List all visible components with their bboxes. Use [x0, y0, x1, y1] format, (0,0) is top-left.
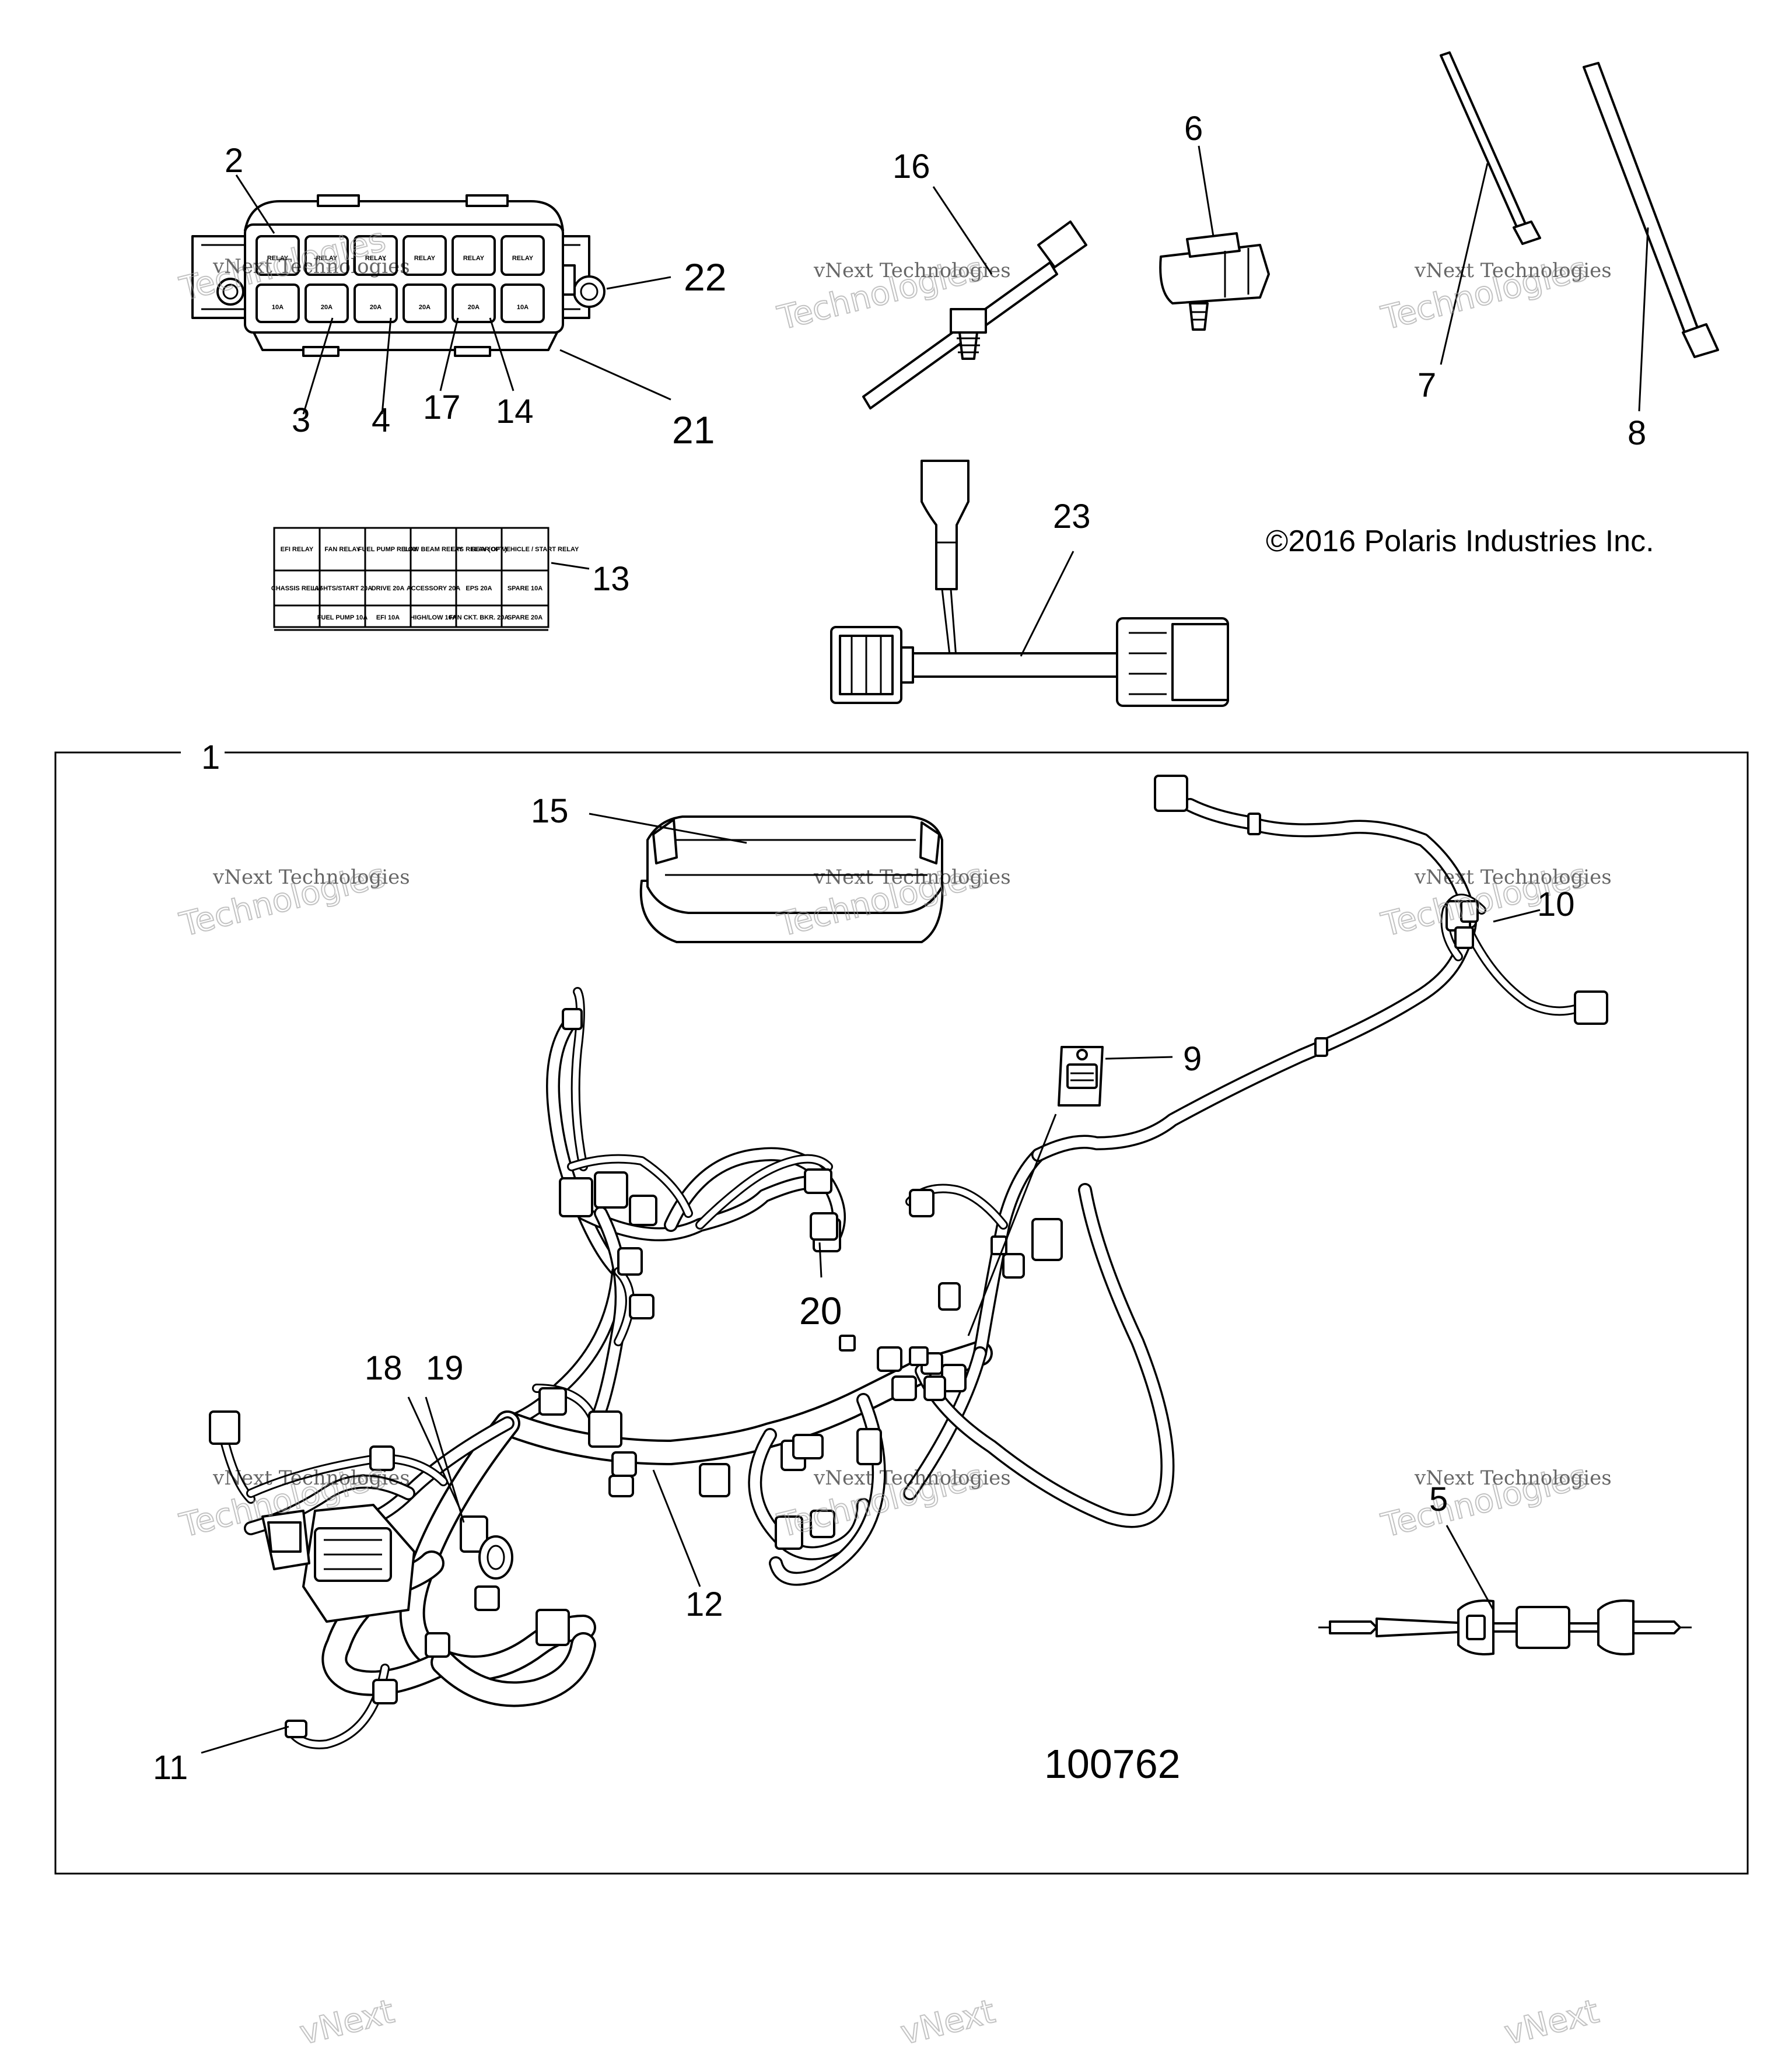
- cable-tie-push-mount: [862, 186, 1087, 409]
- fuse-label-cell: SPARE 20A: [508, 614, 542, 621]
- callout-7: 7: [1418, 366, 1436, 404]
- callout-12: 12: [685, 1585, 723, 1623]
- harness-clamp: [1460, 900, 1541, 923]
- callout-11: 11: [153, 1749, 188, 1787]
- fuse-value: 20A: [370, 304, 382, 311]
- main-harness-frame: [54, 751, 1749, 1875]
- fuse-label-cell: DRIVE 20A: [372, 585, 405, 592]
- callout-6: 6: [1184, 110, 1203, 148]
- callout-14: 14: [496, 393, 534, 430]
- main-wiring-harness: [201, 775, 1608, 1754]
- fuse-label-cell: EPS RELAY (OPT.): [451, 546, 507, 553]
- watermarks: Technologies vNext Technologies Technolo…: [176, 220, 1612, 2048]
- fuse-label-cell: EFI RELAY: [281, 546, 314, 553]
- callout-10: 10: [1537, 885, 1575, 923]
- callout-9: 9: [1183, 1040, 1202, 1078]
- inline-fuse-holder: [1318, 1525, 1692, 1655]
- callout-2: 2: [225, 142, 243, 180]
- fuse-value: 20A: [321, 304, 332, 311]
- callout-21: 21: [672, 408, 715, 451]
- fuse-label-cell: CHASSIS RELAY: [271, 585, 323, 592]
- fuse-value: 10A: [517, 304, 528, 311]
- watermark-text: vNext Technologies: [813, 1466, 1011, 1490]
- fuse-label-cell: EFI 10A: [376, 614, 400, 621]
- callout-20: 20: [799, 1289, 842, 1332]
- relay-label: RELAY: [316, 255, 338, 262]
- fuse-label-cell: SPARE 10A: [508, 585, 542, 592]
- fuse-label-cell: FUEL PUMP 10A: [317, 614, 368, 621]
- watermark-text: vNext: [897, 1993, 999, 2048]
- callout-22: 22: [684, 255, 726, 299]
- fuse-label-row-1: EFI RELAY FAN RELAY FUEL PUMP RELAY LOW …: [281, 546, 579, 553]
- fuse-label-decal: EFI RELAY FAN RELAY FUEL PUMP RELAY LOW …: [271, 527, 590, 631]
- watermark-text: vNext Technologies: [1414, 259, 1612, 282]
- watermark-text: vNext Technologies: [813, 259, 1011, 282]
- relay-label: RELAY: [512, 255, 534, 262]
- fuse-value: 20A: [468, 304, 480, 311]
- fuse-label-cell: REAR OF VEHICLE / START RELAY: [471, 546, 579, 553]
- fuse-label-cell: FUEL PUMP RELAY: [358, 546, 418, 553]
- watermark-text: vNext Technologies: [1414, 1466, 1612, 1490]
- callout-4: 4: [372, 401, 390, 439]
- callout-17: 17: [423, 388, 461, 426]
- fuse-value: 10A: [272, 304, 284, 311]
- callout-19: 19: [426, 1349, 464, 1387]
- callout-1: 1: [201, 738, 220, 776]
- fuse-label-cell: LOW BEAM RELAY: [404, 546, 463, 553]
- watermark-text: vNext Technologies: [212, 866, 410, 889]
- fuse-label-cell: EPS 20A: [466, 585, 492, 592]
- fuse-row: 10A 20A 20A 20A 20A 10A: [256, 283, 545, 323]
- relay-label: RELAY: [365, 255, 387, 262]
- rocker-connector: [967, 1046, 1173, 1336]
- callout-18: 18: [365, 1349, 402, 1387]
- watermark-text: vNext Technologies: [212, 1466, 410, 1490]
- relay-row: RELAY RELAY RELAY RELAY RELAY RELAY: [256, 235, 545, 276]
- watermark-text: vNext Technologies: [813, 866, 1011, 889]
- callout-23: 23: [1053, 498, 1091, 535]
- fuse-label-cell: LIGHTS/START 20A: [313, 585, 373, 592]
- relay-label: RELAY: [414, 255, 436, 262]
- copyright-notice: ©2016 Polaris Industries Inc.: [1266, 524, 1654, 558]
- fuse-label-row-2: CHASSIS RELAY LIGHTS/START 20A DRIVE 20A…: [271, 585, 542, 592]
- callout-16: 16: [892, 148, 930, 185]
- fuse-label-row-3: FUEL PUMP 10A EFI 10A HIGH/LOW 10A FAN C…: [317, 614, 542, 621]
- callout-3: 3: [292, 401, 310, 439]
- fuse-label-cell: FAN CKT. BKR. 20A: [449, 614, 509, 621]
- callout-5: 5: [1429, 1480, 1448, 1518]
- cable-tie-large: [1583, 62, 1719, 412]
- callout-8: 8: [1628, 414, 1646, 452]
- control-module: [589, 813, 944, 943]
- fuse-relay-box: RELAY RELAY RELAY RELAY RELAY RELAY 10A …: [191, 174, 671, 415]
- fuse-label-cell: HIGH/LOW 10A: [410, 614, 457, 621]
- fuse-value: 20A: [419, 304, 430, 311]
- watermark-text: vNext: [1501, 1993, 1602, 2048]
- fuse-label-cell: ACCESSORY 20A: [407, 585, 460, 592]
- watermark-text: vNext Technologies: [1414, 866, 1612, 889]
- fuse-label-cell: FAN RELAY: [324, 546, 360, 553]
- callout-15: 15: [531, 792, 569, 830]
- connector-clip: [1159, 145, 1270, 331]
- figure-number: 100762: [1044, 1741, 1181, 1787]
- relay-label: RELAY: [463, 255, 485, 262]
- callout-13: 13: [592, 560, 630, 598]
- connector-20: [810, 1212, 838, 1241]
- watermark-text: vNext Technologies: [212, 255, 410, 278]
- adapter-harness: [830, 460, 1229, 707]
- callout-numbers: 1 2 3 4 5 6 7 8 9 10 11 12 13 14 15 16 1…: [153, 110, 1646, 1787]
- relay-label: RELAY: [267, 255, 289, 262]
- watermark-text: vNext: [296, 1993, 398, 2048]
- cable-tie-small: [1440, 51, 1541, 365]
